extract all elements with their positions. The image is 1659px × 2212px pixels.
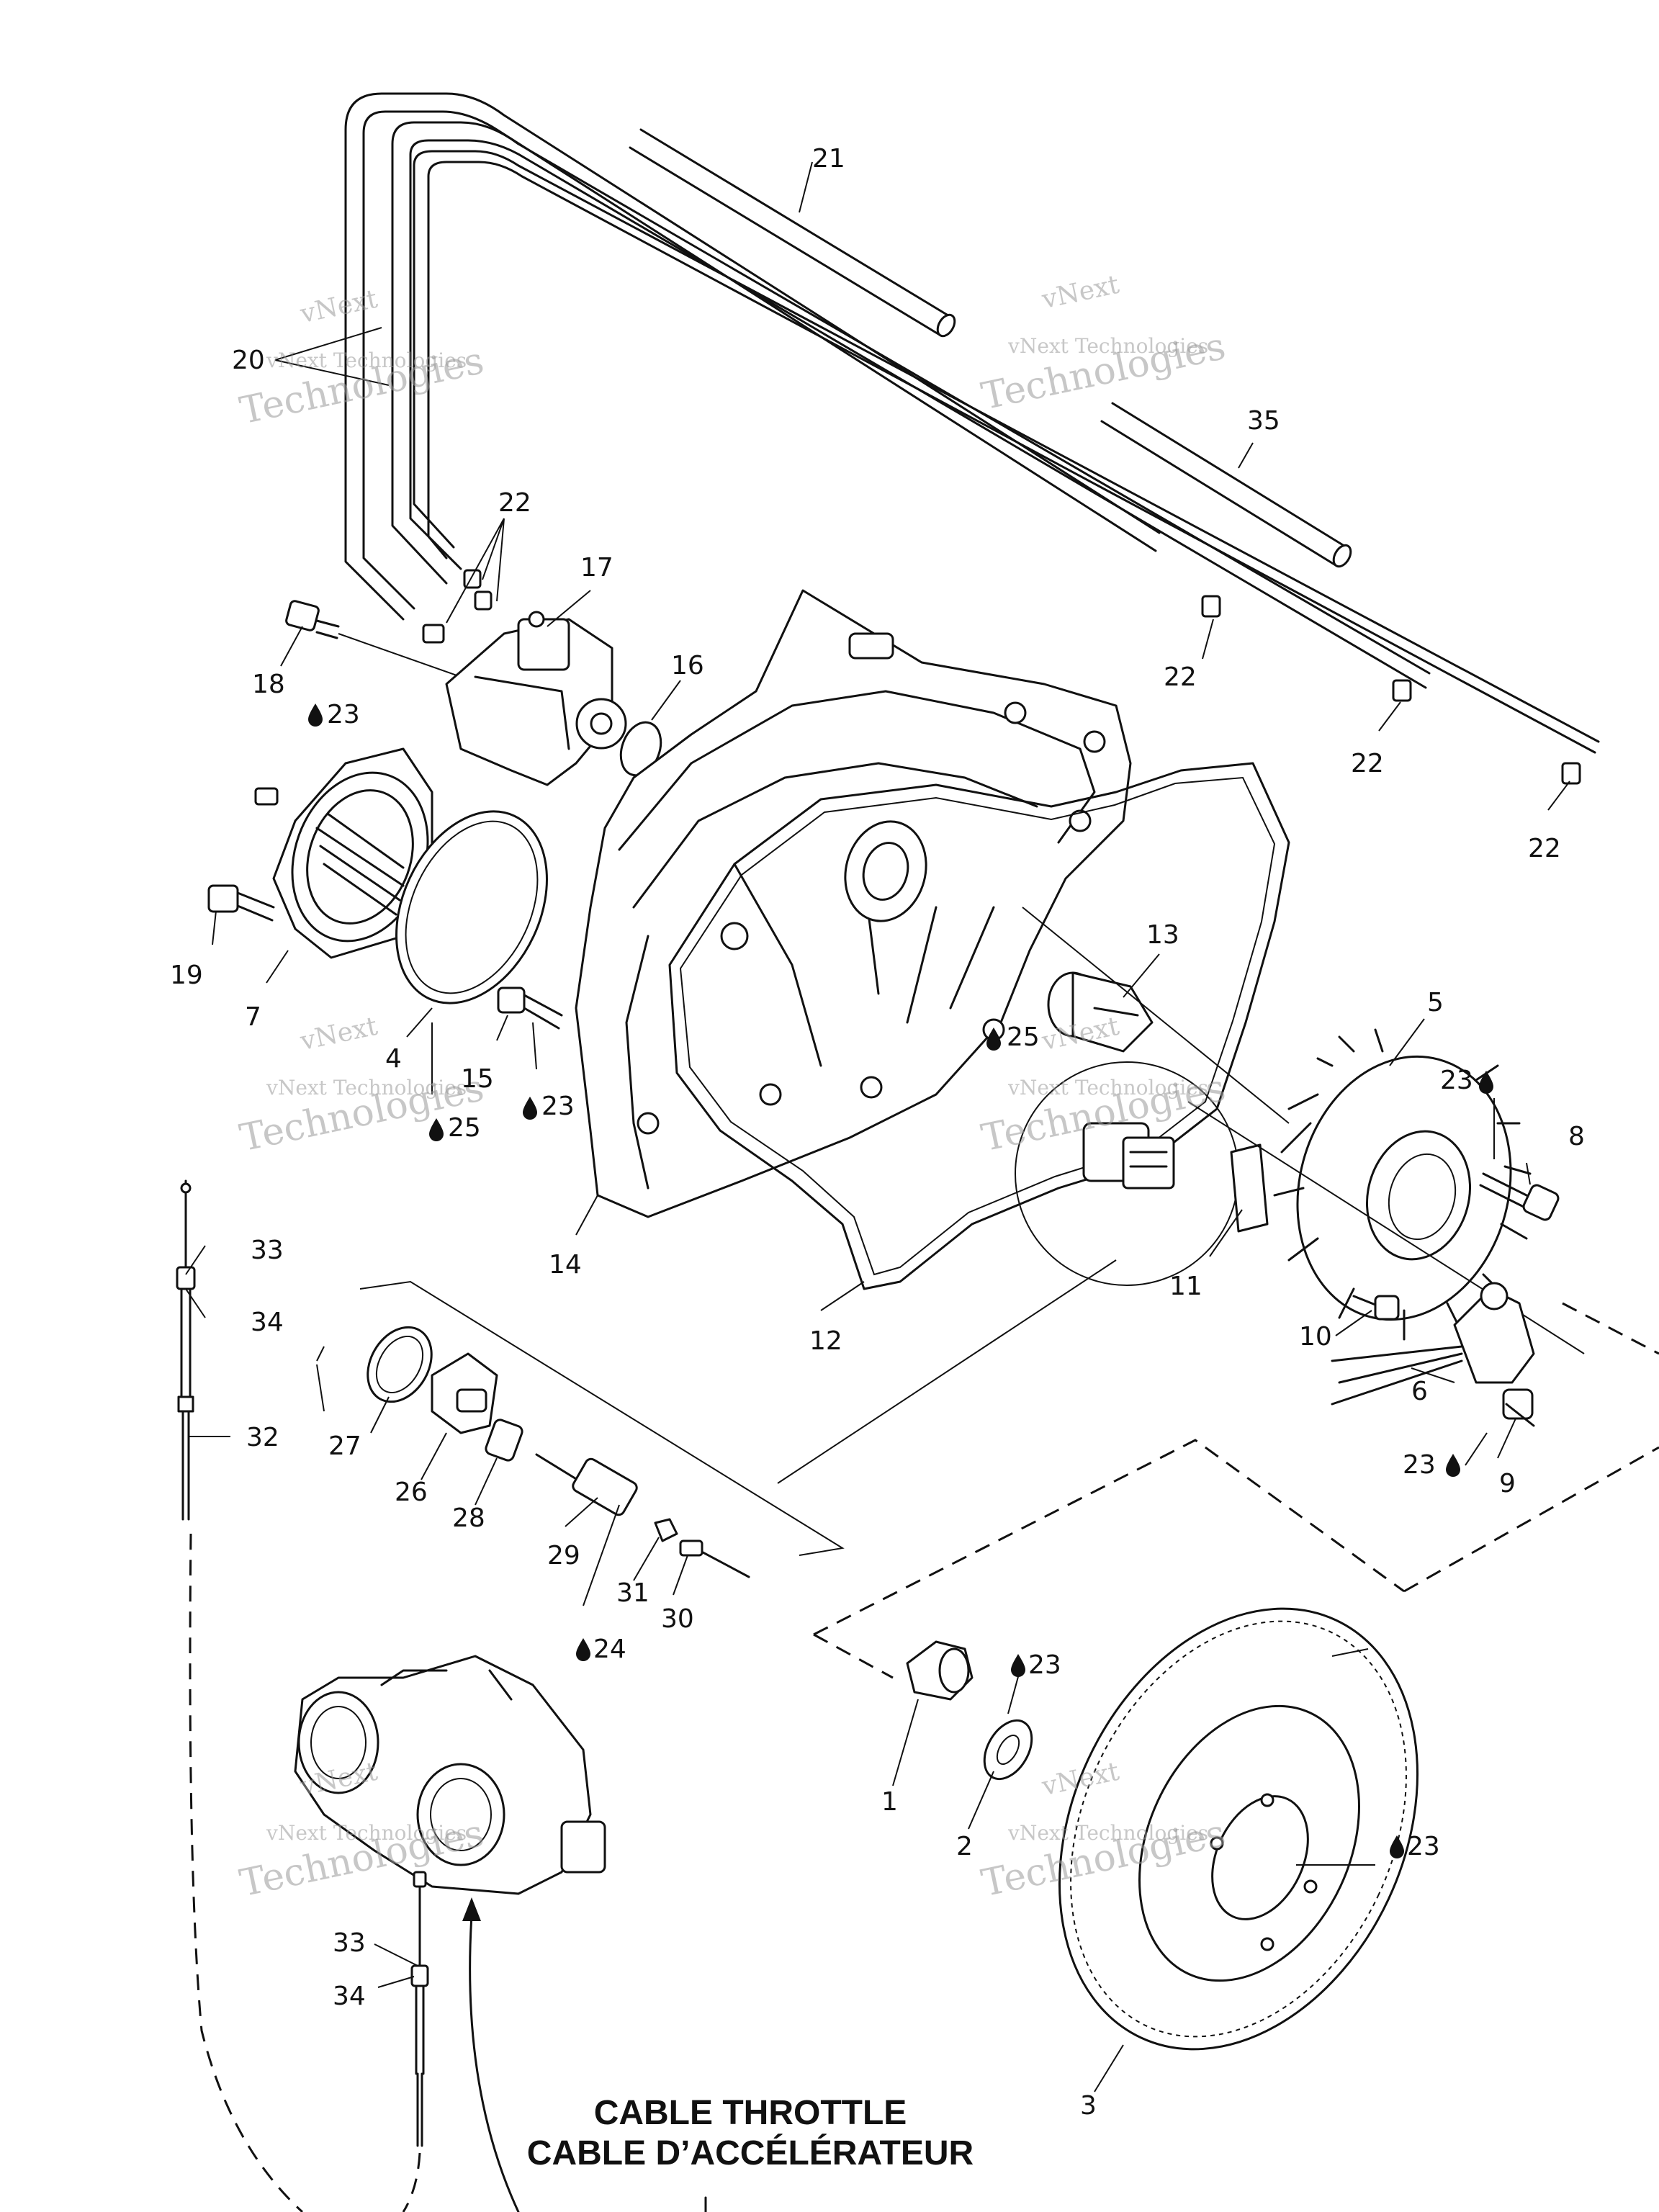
callout-18: 18 [252,670,285,699]
callout-22: 22 [1164,662,1197,692]
callout-20: 20 [232,346,265,375]
callout-31: 31 [616,1578,649,1608]
clip-31 [654,1518,678,1542]
callout-27: 27 [328,1431,361,1461]
svg-text:vNext: vNext [1039,270,1123,315]
callout-4: 4 [385,1044,402,1074]
svg-text:vNext Technologies: vNext Technologies [266,349,467,372]
callout-32: 32 [246,1423,279,1452]
connector-detail [1082,1122,1175,1190]
grommet-26 [431,1352,498,1434]
cable-route [189,1533,304,2212]
housing-14 [575,589,1132,1218]
callout-34: 34 [333,1982,366,2011]
hose-20 [344,92,1600,754]
screw-8 [1479,1172,1560,1221]
svg-text:vNext Technologies: vNext Technologies [1007,1821,1208,1845]
svg-text:vNext Technologies: vNext Technologies [1007,334,1208,358]
svg-text:vNext Technologies: vNext Technologies [266,1076,467,1100]
terminal-30 [679,1539,750,1578]
title-line-1: CABLE THROTTLE [594,2094,907,2132]
callout-labels: 21 20 35 22 17 16 18 23 22 22 22 19 7 4 … [170,144,1585,2121]
callout-29: 29 [547,1541,580,1570]
callout-26: 26 [395,1478,428,1507]
oring-16 [619,721,662,777]
callout-25: 25 [448,1113,481,1143]
callout-21: 21 [812,144,845,174]
flywheel-3 [1058,1607,1419,2051]
callout-22: 22 [1351,749,1384,778]
arrow-up-icon [462,1897,520,2212]
tube-21 [629,128,956,338]
callout-22: 22 [498,488,531,518]
svg-text:vNext: vNext [297,1012,381,1057]
callout-23: 23 [1440,1066,1473,1095]
callout-24: 24 [593,1635,626,1664]
svg-text:vNext: vNext [297,284,381,330]
gasket-12 [668,762,1290,1290]
callout-23: 23 [1028,1650,1061,1680]
callout-23: 23 [1403,1450,1436,1480]
callout-33: 33 [251,1236,284,1265]
callout-12: 12 [809,1326,842,1356]
sensor-6 [1331,1282,1535,1406]
screw-9 [1502,1388,1535,1427]
callout-17: 17 [580,553,613,583]
callout-23: 23 [1407,1832,1440,1861]
tube-35 [1100,402,1352,568]
callout-10: 10 [1299,1322,1332,1352]
leader-lines [185,161,1570,2092]
cable-32 [176,1179,196,1521]
screw-10 [1352,1295,1400,1321]
callout-34: 34 [251,1308,284,1337]
oring-4 [395,810,548,1004]
callout-23: 23 [541,1092,575,1121]
stator-5 [1230,1028,1532,1341]
throttle-body [294,1655,606,1895]
callout-35: 35 [1247,406,1280,436]
callout-13: 13 [1146,920,1179,950]
screw-19 [207,884,275,922]
callout-30: 30 [661,1604,694,1634]
sensor-13 [1022,907,1290,1124]
sensor-17 [445,611,627,786]
callout-6: 6 [1411,1377,1428,1406]
callout-25: 25 [1007,1022,1040,1052]
assembly-line [1562,1302,1659,1355]
callout-11: 11 [1169,1272,1202,1301]
callout-15: 15 [461,1064,494,1094]
screw-18 [285,600,462,678]
ring-27 [367,1326,433,1403]
callout-3: 3 [1080,2091,1097,2121]
screw-15 [497,986,563,1030]
callout-22: 22 [1528,834,1561,863]
diagram-title: CABLE THROTTLE CABLE D’ACCÉLÉRATEUR [527,2094,974,2172]
callout-1: 1 [881,1787,898,1817]
callout-5: 5 [1427,988,1444,1017]
callout-14: 14 [549,1250,582,1280]
callout-33: 33 [333,1928,366,1958]
callout-2: 2 [956,1832,973,1861]
callout-16: 16 [671,651,704,680]
callout-7: 7 [245,1002,261,1032]
washer-2 [983,1719,1033,1781]
title-line-2: CABLE D’ACCÉLÉRATEUR [527,2134,974,2172]
callout-8: 8 [1568,1122,1585,1151]
nut-1 [906,1640,974,1701]
svg-text:vNext Technologies: vNext Technologies [1007,1076,1208,1100]
callout-23: 23 [327,700,360,729]
cover-7 [254,747,433,959]
callout-28: 28 [452,1503,485,1533]
seal-28 [485,1419,523,1462]
callout-19: 19 [170,961,203,990]
callout-9: 9 [1499,1469,1516,1498]
cable-32-lower [410,1871,429,2147]
bracket-box [359,1259,1117,1556]
svg-text:vNext Technologies: vNext Technologies [266,1821,467,1845]
connector-29 [535,1453,638,1516]
clamp-22 [422,569,1581,785]
